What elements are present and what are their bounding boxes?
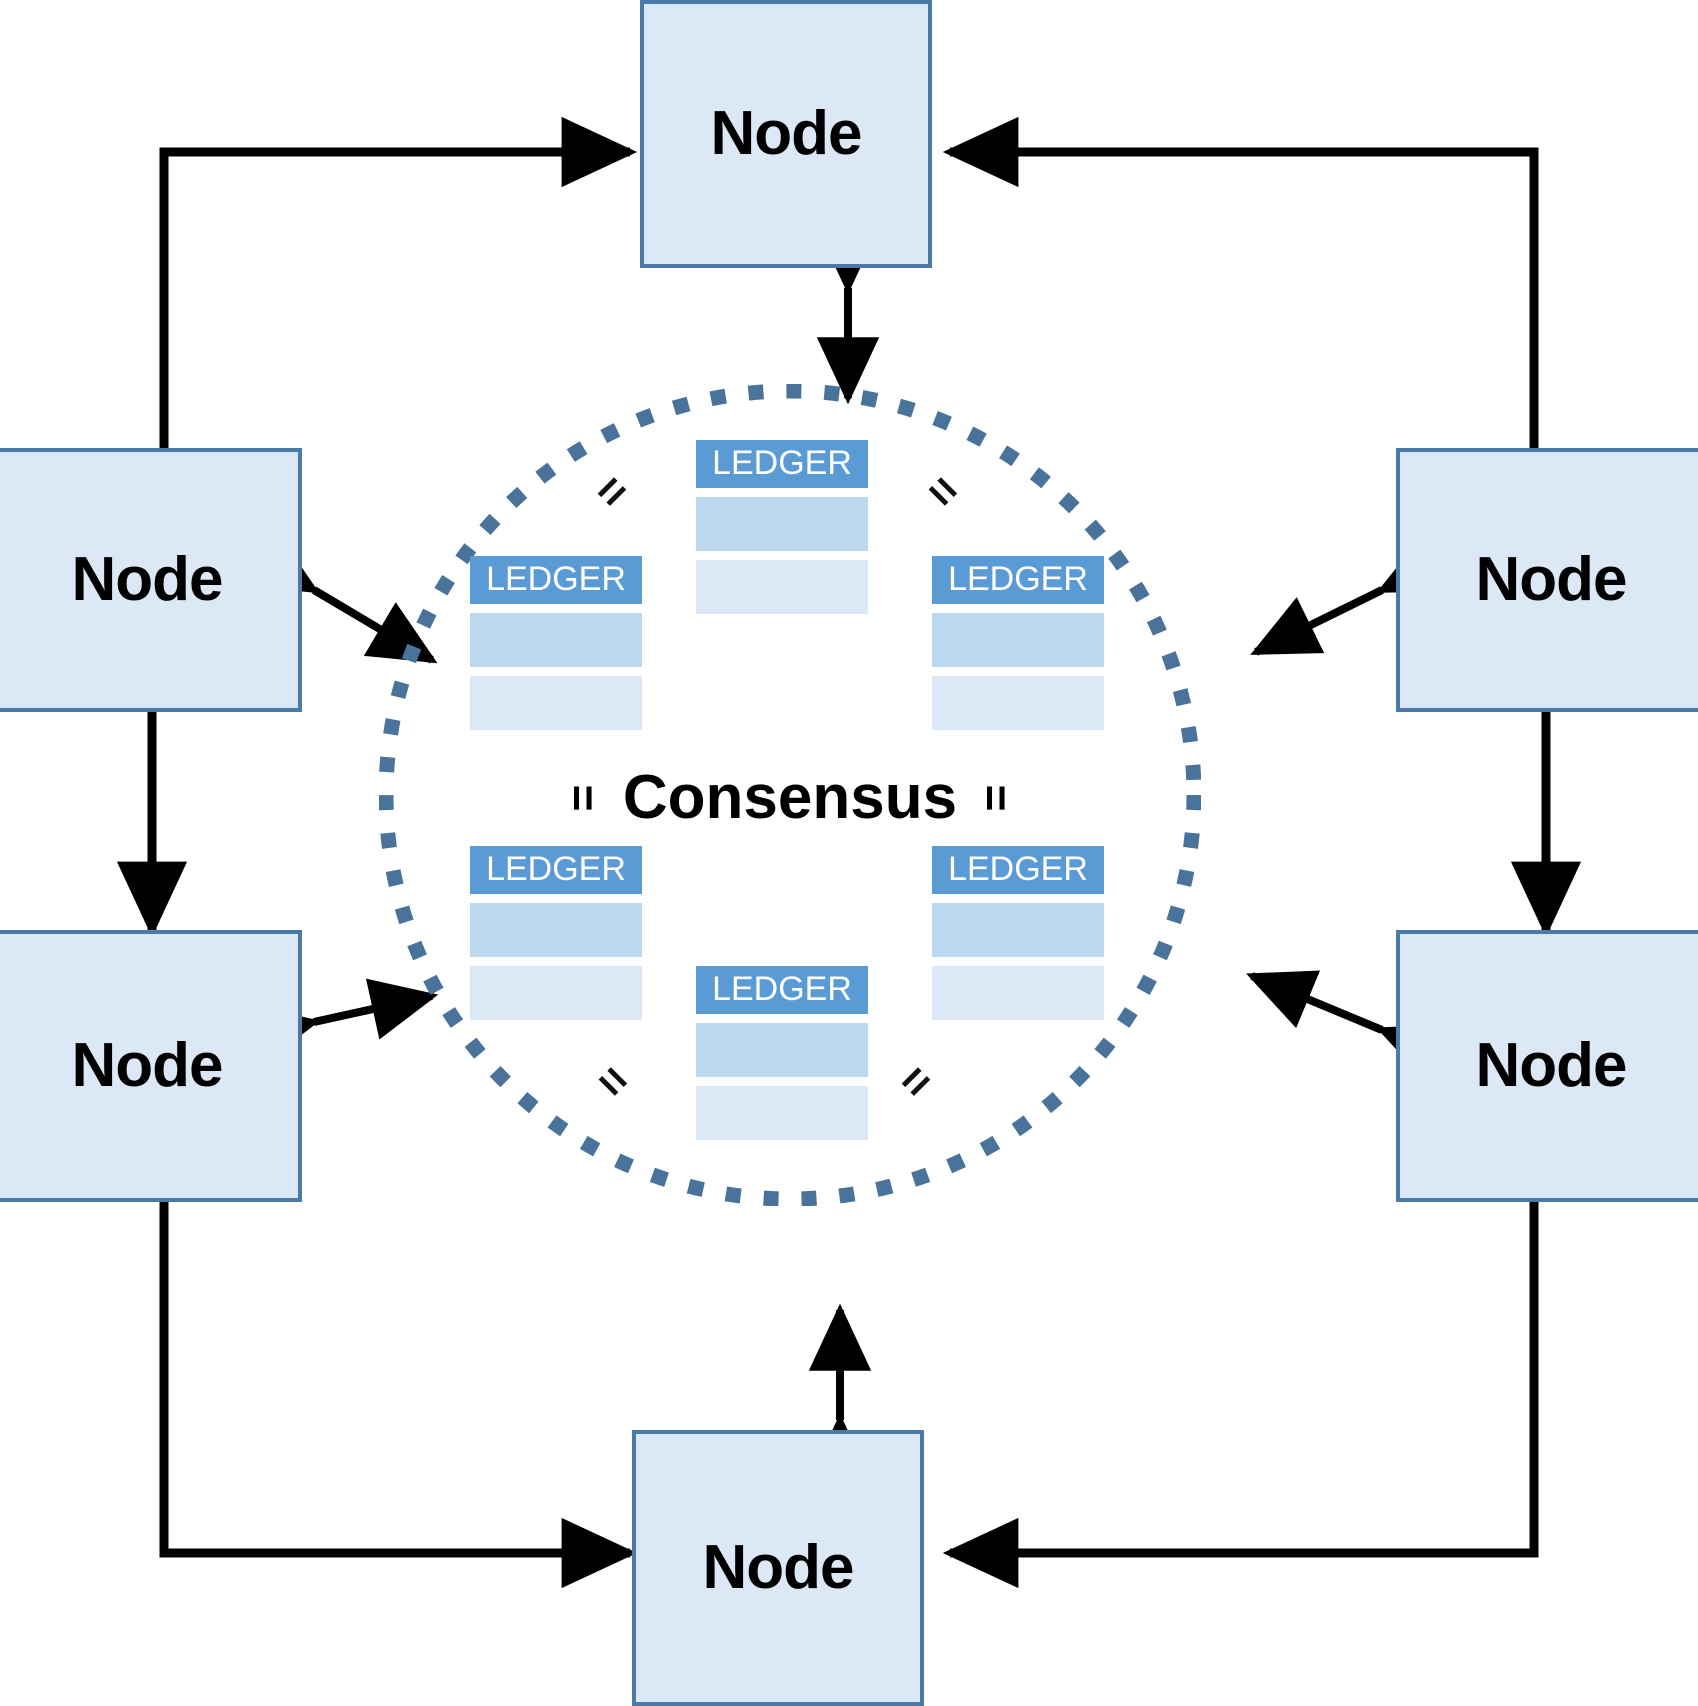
- consensus-center-group: = Consensus =: [510, 758, 1070, 838]
- ledger-row-1: [932, 903, 1104, 957]
- node-label: Node: [71, 545, 224, 614]
- node-label: Node: [1475, 545, 1628, 614]
- connector-left-upper-to-circle: [245, 532, 438, 664]
- ledger-header-label: LEDGER: [470, 556, 642, 604]
- consensus-label: Consensus: [622, 763, 958, 832]
- node-label: Node: [1475, 1031, 1628, 1100]
- ledger-block-lower-right[interactable]: LEDGER: [932, 846, 1104, 1020]
- ledger-row-2: [696, 560, 868, 614]
- ledger-row-2: [696, 1086, 868, 1140]
- ledger-block-top[interactable]: LEDGER: [696, 440, 868, 614]
- ledger-block-upper-right[interactable]: LEDGER: [932, 556, 1104, 730]
- connector-elbow-top-left: [128, 116, 638, 529]
- connector-elbow-bottom-right: [942, 1079, 1570, 1589]
- node-box-left-upper[interactable]: Node: [0, 448, 302, 712]
- ledger-row-1: [470, 613, 642, 667]
- equals-mark-mid-right: =: [970, 784, 1023, 812]
- ledger-block-bottom[interactable]: LEDGER: [696, 966, 868, 1140]
- connector-right-lower-to-circle: [1246, 970, 1451, 1083]
- ledger-row-2: [470, 676, 642, 730]
- ledger-header-label: LEDGER: [696, 966, 868, 1014]
- equals-mark-bottom-left: =: [585, 1053, 642, 1109]
- equals-mark-mid-left: =: [557, 784, 610, 812]
- connector-elbow-bottom-left: [128, 1079, 638, 1589]
- ledger-header-label: LEDGER: [932, 556, 1104, 604]
- ledger-block-upper-left[interactable]: LEDGER: [470, 556, 642, 730]
- ledger-header-label: LEDGER: [470, 846, 642, 894]
- ledger-row-1: [696, 1023, 868, 1077]
- equals-mark-bottom-right: =: [887, 1053, 944, 1109]
- ledger-header-label: LEDGER: [696, 440, 868, 488]
- ledger-header-label: LEDGER: [932, 846, 1104, 894]
- node-box-bottom[interactable]: Node: [632, 1430, 924, 1706]
- ledger-row-1: [470, 903, 642, 957]
- ledger-row-2: [932, 676, 1104, 730]
- ledger-block-lower-left[interactable]: LEDGER: [470, 846, 642, 1020]
- node-label: Node: [710, 99, 863, 168]
- node-box-top[interactable]: Node: [640, 0, 932, 268]
- node-label: Node: [71, 1031, 224, 1100]
- connector-left-lower-to-circle: [247, 978, 439, 1066]
- ledger-row-2: [470, 966, 642, 1020]
- node-box-right-lower[interactable]: Node: [1396, 930, 1698, 1202]
- ledger-row-1: [932, 613, 1104, 667]
- node-box-left-lower[interactable]: Node: [0, 930, 302, 1202]
- node-label: Node: [702, 1533, 855, 1602]
- equals-mark-top-right: =: [915, 463, 972, 519]
- connector-elbow-top-right: [942, 116, 1570, 529]
- ledger-row-2: [932, 966, 1104, 1020]
- connector-right-upper-to-circle: [1250, 535, 1451, 656]
- equals-mark-top-left: =: [583, 463, 640, 519]
- node-box-right-upper[interactable]: Node: [1396, 448, 1698, 712]
- ledger-row-1: [696, 497, 868, 551]
